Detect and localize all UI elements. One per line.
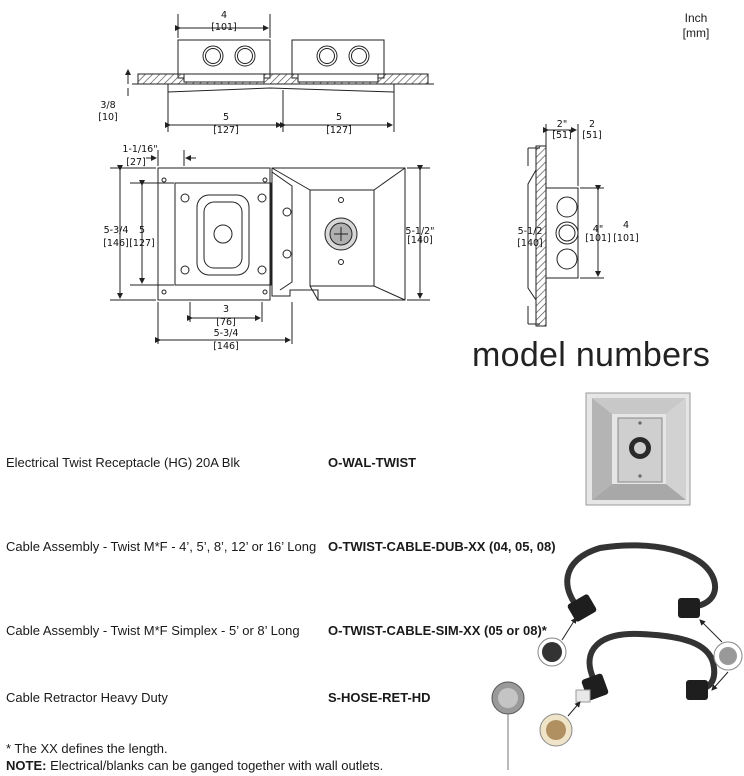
dim-span-right: 5 [336, 112, 342, 123]
cable-photo [491, 542, 743, 770]
footnote-xx: * The XX defines the length. [6, 741, 168, 756]
dim-bottom-inner: 3 [223, 304, 229, 315]
side-view [527, 124, 604, 327]
dim-side-box-b-mm: [101] [613, 233, 639, 244]
dim-side-depth-b-mm: [51] [582, 130, 602, 141]
dim-bottom-inner-mm: [76] [216, 317, 236, 328]
receptacle-photo [585, 392, 691, 506]
dim-offset: 1-1/16" [122, 144, 157, 155]
units-mm: [mm] [682, 26, 710, 40]
product-model-number: O-WAL-TWIST [328, 455, 417, 470]
dim-top-width: 4 [221, 10, 227, 21]
front-view [110, 150, 430, 344]
dim-bottom-outer-mm: [146] [213, 341, 239, 352]
dim-side-height: 5-1/2 [518, 226, 543, 237]
dim-side-box-a: 4" [593, 224, 603, 235]
dim-plate-height: 5-1/2" [405, 226, 434, 237]
dim-height-inner-mm: [127] [129, 238, 155, 249]
dim-span-left-mm: [127] [213, 125, 239, 136]
product-description: Electrical Twist Receptacle (HG) 20A Blk [6, 455, 240, 470]
dim-span-left: 5 [223, 112, 229, 123]
dim-side-box-a-mm: [101] [585, 233, 611, 244]
dim-side-box-b: 4 [623, 220, 629, 231]
dim-top-width-mm: [101] [211, 22, 237, 33]
units-legend: Inch [mm] [676, 11, 716, 41]
dim-bottom-outer: 5-3/4 [214, 328, 239, 339]
note-label: NOTE: [6, 758, 47, 773]
dim-side-height-mm: [140] [517, 238, 543, 249]
section-heading: model numbers [472, 336, 711, 374]
top-view [125, 14, 434, 132]
footnote-note: NOTE: Electrical/blanks can be ganged to… [6, 758, 383, 773]
dim-height-inner: 5 [139, 225, 145, 236]
dim-offset-mm: [27] [126, 157, 146, 168]
dim-depth-mm: [10] [98, 112, 118, 123]
dim-side-depth-a-mm: [51] [552, 130, 572, 141]
dim-height-outer: 5-3/4 [104, 225, 129, 236]
product-description: Cable Retractor Heavy Duty [6, 690, 168, 705]
product-description: Cable Assembly - Twist M*F Simplex - 5’ … [6, 623, 300, 638]
units-inch: Inch [684, 11, 708, 25]
dim-side-depth-b: 2 [589, 119, 595, 130]
product-description: Cable Assembly - Twist M*F - 4’, 5’, 8’,… [6, 539, 317, 554]
product-model-number: S-HOSE-RET-HD [328, 690, 431, 705]
dim-plate-height-mm: [140] [407, 235, 433, 246]
product-model-number: O-TWIST-CABLE-DUB-XX (04, 05, 08) [328, 539, 556, 554]
dim-span-right-mm: [127] [326, 125, 352, 136]
dim-height-outer-mm: [146] [103, 238, 129, 249]
product-model-number: O-TWIST-CABLE-SIM-XX (05 or 08)* [328, 623, 547, 638]
dim-depth: 3/8 [100, 100, 115, 111]
note-text: Electrical/blanks can be ganged together… [46, 758, 384, 773]
dim-side-depth-a: 2" [557, 119, 567, 130]
